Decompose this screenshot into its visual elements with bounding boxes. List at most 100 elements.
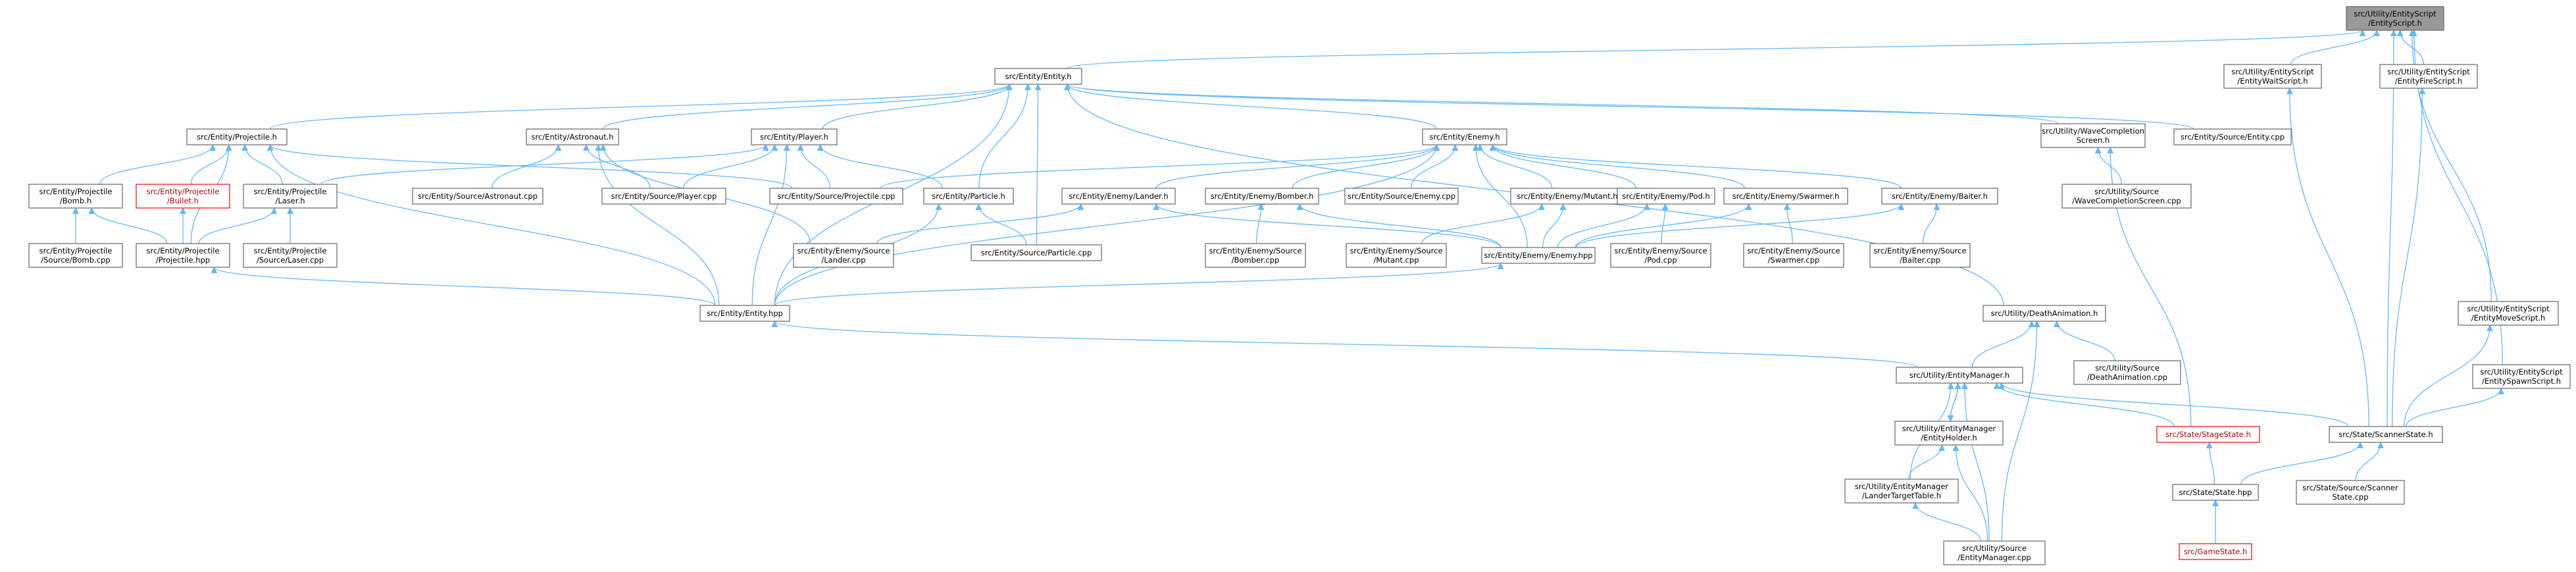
- dependency-edge: [2404, 325, 2490, 427]
- node-box: [1723, 188, 1848, 205]
- dependency-edge: [2210, 442, 2215, 485]
- file-node-bombercpp[interactable]: src/Entity/Enemy/Source/Bomber.cpp: [1205, 243, 1306, 268]
- dependency-edge: [2057, 321, 2115, 361]
- file-node-entitymanagercpp[interactable]: src/Utility/Source/EntityManager.cpp: [1943, 540, 2046, 565]
- file-node-projectileh[interactable]: src/Entity/Projectile.h: [186, 128, 288, 145]
- dependency-edge: [603, 84, 1009, 130]
- file-node-playerh[interactable]: src/Entity/Player.h: [751, 128, 838, 145]
- node-box: [2346, 6, 2444, 31]
- node-box: [1983, 305, 2106, 322]
- node-box: [28, 243, 123, 268]
- file-node-scannerstatecpp[interactable]: src/State/Source/ScannerState.cpp: [2296, 480, 2405, 505]
- node-label: /Swarmer.cpp: [1768, 255, 1820, 265]
- file-node-wavecompletionh[interactable]: src/Utility/WaveCompletionScreen.h: [2040, 123, 2146, 148]
- dependency-edge: [1997, 382, 2175, 427]
- file-node-mutantcpp[interactable]: src/Entity/Enemy/Source/Mutant.cpp: [1346, 243, 1447, 268]
- file-node-entityholderh[interactable]: src/Utility/EntityManager/EntityHolder.h: [1894, 421, 2004, 446]
- dependency-edge: [774, 263, 1500, 306]
- file-node-wavecompletioncpp[interactable]: src/Utility/Source/WaveCompletionScreen.…: [2061, 184, 2192, 209]
- file-node-gamestateh[interactable]: src/GameState.h: [2179, 543, 2252, 560]
- dependency-edge: [2392, 88, 2423, 427]
- file-node-enemycpp[interactable]: src/Entity/Source/Enemy.cpp: [1344, 188, 1459, 205]
- file-node-projectilehpp[interactable]: src/Entity/Projectile/Projectile.hpp: [136, 243, 230, 268]
- file-node-particlecpp[interactable]: src/Entity/Source/Particle.cpp: [971, 244, 1102, 261]
- file-node-root[interactable]: src/Utility/EntityScript/EntityScript.h: [2346, 6, 2444, 31]
- file-node-playercpp[interactable]: src/Entity/Source/Player.cpp: [601, 188, 726, 205]
- node-label: /EntityFireScript.h: [2395, 76, 2462, 86]
- node-label: src/Entity/Source/Particle.cpp: [981, 248, 1092, 257]
- node-label: src/Entity/Enemy/Mutant.h: [1517, 192, 1617, 201]
- file-node-swarmercpp[interactable]: src/Entity/Enemy/Source/Swarmer.cpp: [1743, 243, 1844, 268]
- node-label: src/Entity/Astronaut.h: [531, 132, 613, 142]
- file-node-firescript[interactable]: src/Utility/EntityScript/EntityFireScrip…: [2379, 64, 2478, 89]
- file-node-stagestateh[interactable]: src/State/StageState.h: [2156, 426, 2260, 443]
- node-box: [136, 184, 230, 209]
- node-label: src/State/State.hpp: [2179, 488, 2252, 497]
- dependency-edge: [1476, 145, 1528, 248]
- node-label: /Source/Laser.cpp: [257, 255, 324, 265]
- file-node-spawnscript[interactable]: src/Utility/EntityScript/EntitySpawnScri…: [2472, 364, 2571, 389]
- file-node-landertargettable[interactable]: src/Utility/EntityManager/LanderTargetTa…: [1844, 479, 1959, 504]
- file-node-scannerstateh[interactable]: src/State/ScannerState.h: [2329, 426, 2443, 443]
- node-label: src/Utility/Source: [2095, 363, 2159, 373]
- file-node-podh[interactable]: src/Entity/Enemy/Pod.h: [1617, 188, 1715, 205]
- node-box: [1943, 540, 2046, 565]
- file-node-particleh[interactable]: src/Entity/Particle.h: [923, 188, 1014, 205]
- dependency-edge: [774, 321, 1918, 368]
- node-label: /EntityWaitScript.h: [2237, 76, 2308, 86]
- file-node-entitycpp[interactable]: src/Entity/Source/Entity.cpp: [2173, 128, 2292, 145]
- dependency-edge: [2355, 442, 2381, 481]
- file-node-entityhpp[interactable]: src/Entity/Entity.hpp: [699, 305, 790, 322]
- file-node-mutanth[interactable]: src/Entity/Enemy/Mutant.h: [1510, 188, 1625, 205]
- dependency-edge: [2400, 30, 2424, 65]
- dependency-edge: [1067, 30, 2363, 69]
- file-node-laserh[interactable]: src/Entity/Projectile/Laser.h: [243, 184, 338, 209]
- file-node-baitercpp[interactable]: src/Entity/Enemy/Source/Baiter.cpp: [1869, 243, 1971, 268]
- node-label: /Projectile.hpp: [156, 255, 210, 265]
- dependency-edge: [2290, 88, 2369, 427]
- dependency-edge: [1493, 144, 1902, 189]
- dependency-edge: [978, 84, 1028, 189]
- node-box: [1896, 367, 2023, 384]
- dependency-edge: [1542, 204, 1563, 248]
- dependency-edge: [1493, 144, 1636, 189]
- file-node-baiterh[interactable]: src/Entity/Enemy/Baiter.h: [1881, 188, 1998, 205]
- file-node-deathanimcpp[interactable]: src/Utility/Source/DeathAnimation.cpp: [2073, 360, 2181, 385]
- node-label: /EntitySpawnScript.h: [2482, 377, 2561, 386]
- file-node-lasercpp[interactable]: src/Entity/Projectile/Source/Laser.cpp: [243, 243, 338, 268]
- file-node-podcpp[interactable]: src/Entity/Enemy/Source/Pod.cpp: [1610, 243, 1711, 268]
- dependency-edge: [586, 144, 651, 189]
- node-label: /Bomb.h: [60, 196, 91, 205]
- node-box: [1422, 128, 1507, 145]
- node-box: [769, 188, 903, 205]
- file-node-enemyhpp[interactable]: src/Entity/Enemy/Enemy.hpp: [1481, 247, 1596, 264]
- node-label: src/Utility/Source: [1962, 544, 2027, 553]
- file-node-astronauth[interactable]: src/Entity/Astronaut.h: [526, 128, 619, 145]
- file-node-swarmerh[interactable]: src/Entity/Enemy/Swarmer.h: [1723, 188, 1848, 205]
- file-node-statehpp[interactable]: src/State/State.hpp: [2172, 484, 2259, 501]
- dependency-edge: [491, 144, 559, 189]
- file-node-entityh[interactable]: src/Entity/Entity.h: [994, 68, 1082, 85]
- node-label: src/Entity/Source/Astronaut.cpp: [418, 192, 538, 201]
- dependency-edge: [1575, 203, 1901, 248]
- file-node-deathanimh[interactable]: src/Utility/DeathAnimation.h: [1983, 305, 2106, 322]
- node-box: [601, 188, 726, 205]
- file-node-projectilecpp[interactable]: src/Entity/Source/Projectile.cpp: [769, 188, 903, 205]
- file-node-bombh[interactable]: src/Entity/Projectile/Bomb.h: [28, 184, 123, 209]
- node-label: /EntityHolder.h: [1921, 433, 1977, 442]
- file-node-entitymanagerh[interactable]: src/Utility/EntityManager.h: [1896, 367, 2023, 384]
- file-node-bulleth[interactable]: src/Entity/Projectile/Bullet.h: [136, 184, 230, 209]
- node-box: [412, 188, 543, 205]
- node-label: src/State/StageState.h: [2165, 430, 2251, 439]
- file-node-waitscript[interactable]: src/Utility/EntityScript/EntityWaitScrip…: [2223, 64, 2322, 89]
- node-label: State.cpp: [2332, 492, 2368, 502]
- file-node-movescript[interactable]: src/Utility/EntityScript/EntityMoveScrip…: [2458, 301, 2559, 326]
- file-node-astronautcpp[interactable]: src/Entity/Source/Astronaut.cpp: [412, 188, 543, 205]
- file-node-landercpp[interactable]: src/Entity/Enemy/Source/Lander.cpp: [793, 243, 894, 268]
- node-box: [1617, 188, 1715, 205]
- file-node-landerh[interactable]: src/Entity/Enemy/Lander.h: [1061, 188, 1176, 205]
- file-node-enemyh[interactable]: src/Entity/Enemy.h: [1422, 128, 1507, 145]
- file-node-bombcpp[interactable]: src/Entity/Projectile/Source/Bomb.cpp: [28, 243, 123, 268]
- file-node-bomberh[interactable]: src/Entity/Enemy/Bomber.h: [1205, 188, 1319, 205]
- node-box: [186, 128, 288, 145]
